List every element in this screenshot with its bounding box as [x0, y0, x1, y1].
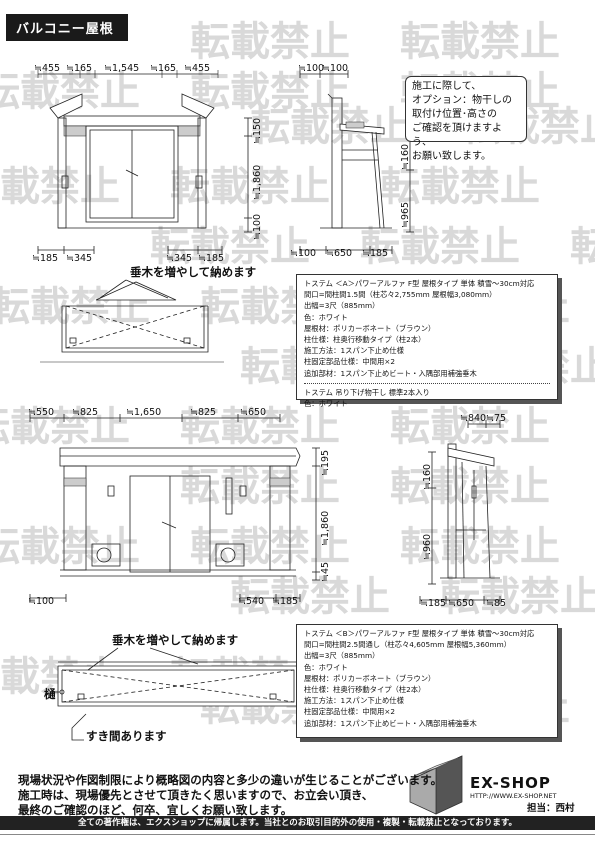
person-in-charge: 担当：西村 [527, 803, 575, 814]
a-front-top-dim-5: ≒455 [184, 63, 211, 74]
a-spec-line: 出幅=3尺（885mm） [304, 301, 380, 311]
b-side-left-dim-1: ≒160 [422, 463, 433, 490]
a-spec-line: 間口=間柱間1.5間（柱芯々2,755mm 屋根幅3,080mm） [304, 290, 497, 300]
a-spec-box: トステム ＜A＞パワーアルファ F型 屋根タイプ 単体 積雪～30cm対応 間口… [296, 274, 558, 408]
note-line: お願い致します。 [412, 151, 491, 162]
b-spec-line: トステム ＜B＞パワーアルファ F型 屋根タイプ 単体 積雪～30cm対応 [304, 629, 535, 638]
a-spec-extra-line: トステム 吊り下げ物干し 標準2本入り [304, 387, 430, 397]
b-side-bottom-dim-2: ≒650 [448, 598, 475, 609]
b-rafter-callout: 垂木を増やして納めます [112, 633, 239, 647]
a-front-right-dim-1: ≒150 [252, 117, 263, 144]
a-plan-view [40, 279, 224, 363]
page-title: バルコニー屋根 [6, 14, 128, 41]
b-spec-line: 間口=間柱間2.5間通し（柱芯々4,605mm 屋根幅5,360mm） [304, 640, 511, 650]
b-side-top-dim-1: ≒840 [460, 413, 487, 424]
b-front-top-dim-3: ≒1,650 [126, 407, 162, 418]
b-front-right-dim-3: ≒45 [320, 561, 331, 582]
footer-note-line: 施工時は、現場優先とさせて頂きたく思いますので、お立会い頂き、 [18, 788, 374, 802]
company-logo: EX-SHOP [470, 774, 551, 792]
bottom-divider [0, 834, 595, 835]
a-front-bottom-dim-2: ≒345 [66, 253, 93, 264]
b-front-top-dim-1: ≒550 [28, 407, 55, 418]
b-front-bottom-dim-2: ≒540 [238, 596, 265, 607]
a-front-top-dim-2: ≒165 [66, 63, 93, 74]
b-spec-line: 出幅=3尺（885mm） [304, 651, 380, 661]
a-spec-extra-line: 色：ホワイト [304, 399, 348, 409]
a-side-bottom-dim-2: ≒650 [326, 248, 353, 259]
b-side-top-dim-2: ≒75 [486, 413, 507, 424]
a-front-bottom-dim-1: ≒185 [32, 253, 59, 264]
b-side-bottom-dim-3: ≒85 [486, 598, 507, 609]
b-spec-line: 色：ホワイト [304, 662, 348, 672]
a-front-bottom-dim-3: ≒345 [166, 253, 193, 264]
b-front-top-dim-4: ≒825 [190, 407, 217, 418]
b-front-right-dim-1: ≒195 [320, 449, 331, 476]
b-spec-line: 柱固定部品仕様：中間用×2 [304, 707, 396, 717]
a-side-left-dim-1: ≒160 [400, 143, 411, 170]
a-spec-line: 色：ホワイト [304, 312, 348, 322]
installation-note-box: 施工に際して、 オプション：物干しの 取付け位置･高さの ご確認を頂けますよう、… [405, 76, 527, 162]
a-spec-line: 屋根材：ポリカーボネート（ブラウン） [304, 323, 436, 333]
b-spec-line: 施工方法：1スパン下止め仕様 [304, 696, 404, 706]
a-side-elevation [299, 70, 414, 254]
b-front-bottom-dim-3: ≒185 [272, 596, 299, 607]
a-front-elevation [37, 70, 252, 254]
a-spec-line: 柱固定部品仕様：中間用×2 [304, 357, 396, 367]
a-front-top-dim-4: ≒165 [150, 63, 177, 74]
a-front-bottom-dim-4: ≒185 [198, 253, 225, 264]
b-front-top-dim-5: ≒650 [240, 407, 267, 418]
company-url: HTTP://WWW.EX-SHOP.NET [470, 792, 557, 800]
footer-note-line: 最終のご確認のほど、何卒、宜しくお願い致します。 [18, 803, 293, 817]
a-rafter-callout: 垂木を増やして納めます [130, 265, 257, 279]
b-spec-line: 追加部材：1スパン下止めビート・入隅部用補強垂木 [304, 718, 477, 728]
a-side-top-dim-2: ≒100 [322, 63, 349, 74]
note-line: ご確認を頂けますよう、 [412, 123, 502, 148]
a-spec-line: トステム ＜A＞パワーアルファ F型 屋根タイプ 単体 積雪～30cm対応 [304, 279, 535, 288]
a-front-top-dim-3: ≒1,545 [104, 63, 140, 74]
note-line: 取付け位置･高さの [412, 109, 497, 120]
b-spec-line: 柱仕様：柱奥行移動タイプ（柱2本） [304, 685, 426, 695]
a-spec-line: 柱仕様：柱奥行移動タイプ（柱2本） [304, 335, 426, 345]
b-side-elevation [419, 420, 501, 604]
a-spec-line: 施工方法：1スパン下止め仕様 [304, 346, 404, 356]
spec-divider [304, 382, 550, 384]
note-line: 施工に際して、 [412, 81, 482, 92]
b-front-elevation [29, 414, 320, 602]
b-front-top-dim-2: ≒825 [72, 407, 99, 418]
a-spec-line: 追加部材：1スパン下止めビート・入隅部用補強垂木 [304, 368, 477, 378]
b-gap-callout: すき間あります [86, 729, 167, 743]
footer-notes: 現場状況や作図制限により概略図の内容と多少の違いが生じることがございます。 施工… [18, 773, 442, 818]
b-spec-box: トステム ＜B＞パワーアルファ F型 屋根タイプ 単体 積雪～30cm対応 間口… [296, 624, 558, 738]
a-side-left-dim-2: ≒965 [400, 201, 411, 228]
a-side-bottom-dim-3: ≒185 [362, 248, 389, 259]
b-side-left-dim-2: ≒960 [422, 533, 433, 560]
b-plan-view [50, 647, 301, 741]
footer-note-line: 現場状況や作図制限により概略図の内容と多少の違いが生じることがございます。 [18, 773, 443, 787]
a-side-top-dim-1: ≒100 [298, 63, 325, 74]
a-front-right-dim-2: ≒1,860 [252, 164, 263, 200]
b-spec-line: 屋根材：ポリカーボネート（ブラウン） [304, 673, 436, 683]
b-gutter-label: 樋 [44, 687, 56, 701]
logo-cube-graphic [409, 755, 463, 815]
b-front-bottom-dim-1: ≒100 [28, 596, 55, 607]
a-side-bottom-dim-1: ≒100 [290, 248, 317, 259]
note-line: オプション：物干しの [412, 95, 512, 106]
b-front-right-dim-2: ≒1,860 [320, 510, 331, 546]
a-front-right-dim-3: ≒100 [252, 213, 263, 240]
b-side-bottom-dim-1: ≒185 [420, 598, 447, 609]
copyright-bar: 全ての著作権は、エクスショップに帰属します。当社とのお取引目的外の使用・複製・転… [0, 816, 595, 830]
a-front-top-dim-1: ≒455 [34, 63, 61, 74]
